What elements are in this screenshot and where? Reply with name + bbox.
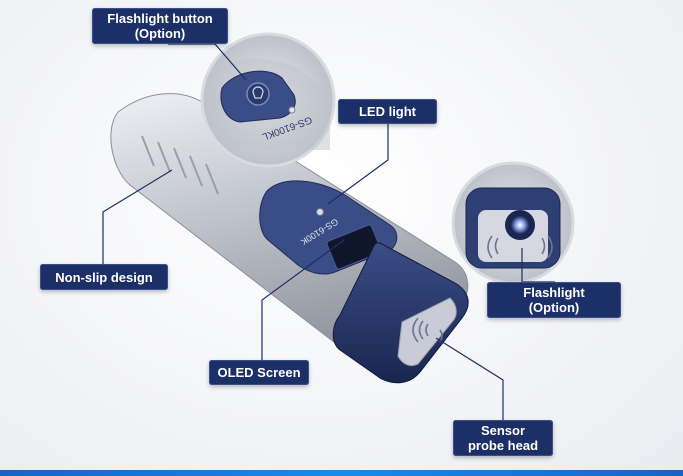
callout-flashlight-button-line1: Flashlight button <box>107 11 213 26</box>
sensor-probe-cap <box>332 242 469 384</box>
leader-oled <box>261 239 345 360</box>
oled-screen <box>326 224 382 270</box>
flashlight-button-icon <box>246 82 270 106</box>
callout-flashlight-button: Flashlight button (Option) <box>92 8 228 44</box>
leader-led-light <box>327 124 389 205</box>
callout-flashlight-line2: (Option) <box>528 300 580 315</box>
zoom-flashlight-lens <box>451 161 575 285</box>
callout-oled-screen: OLED Screen <box>209 360 309 385</box>
callout-non-slip: Non-slip design <box>40 264 168 290</box>
callout-led-light-line1: LED light <box>358 104 417 119</box>
grip-ridges <box>141 135 219 195</box>
zoom-led-dot <box>288 106 296 114</box>
control-panel: GS-6100K <box>259 180 398 275</box>
led-indicator <box>316 208 324 216</box>
callout-sensor-probe-line1: Sensor <box>480 423 526 438</box>
bottom-accent-bar <box>0 470 683 476</box>
leader-sensor <box>435 337 504 420</box>
callout-sensor-probe: Sensor probe head <box>453 420 553 456</box>
leader-flashlight-button <box>168 43 247 81</box>
leader-non-slip <box>102 169 173 264</box>
flashlight-lens-icon <box>511 216 529 234</box>
zoom-flashlight-button: GS-6100KL <box>200 32 336 168</box>
callout-oled-screen-line1: OLED Screen <box>217 365 301 380</box>
callout-sensor-probe-line2: probe head <box>467 438 539 453</box>
callout-led-light: LED light <box>338 99 437 124</box>
callout-flashlight-button-line2: (Option) <box>134 26 186 41</box>
callout-flashlight-line1: Flashlight <box>523 285 585 300</box>
callout-flashlight: Flashlight (Option) <box>487 282 621 318</box>
callout-non-slip-line1: Non-slip design <box>55 269 153 285</box>
